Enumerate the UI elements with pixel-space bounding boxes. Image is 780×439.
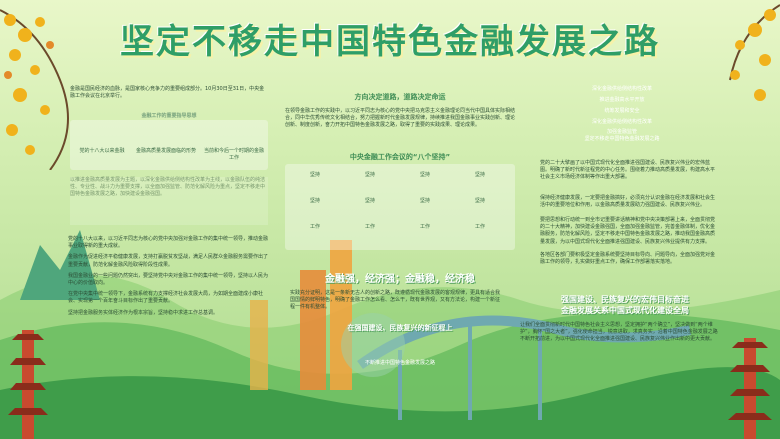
list-item: 我国金融业的一些问题仍然突出，要坚持党中央对金融工作的集中统一领导，坚持以人民为…	[68, 272, 269, 287]
grid-cell: 工作	[309, 224, 320, 230]
grid-cell: 坚持	[419, 172, 430, 178]
right-para-5: 让我们全面贯彻新时代中国特色社会主义思想，坚定拥护“两个确立”，坚决做到“两个维…	[520, 322, 718, 343]
grid-cell: 金融高质量发展面临的形势	[136, 148, 197, 154]
center-para-3: 不断推进中国特色金融发展之路	[364, 360, 435, 366]
grid-cell: 党的十八大以来金融	[79, 148, 125, 154]
left-note: 以推进金融高质量发展为主题，以深化金融供给侧结构性改革为主线，以金融队伍的纯洁性…	[70, 177, 268, 225]
right-subtitle: 强国建设、民族复兴的宏伟目标奋进 金融发展关系中国式现代化建设全局	[561, 295, 689, 315]
grid-cell: 工作	[419, 224, 430, 230]
blossom-branch-icon	[0, 0, 80, 171]
grid-cell: 当前和今后一个时期的金融工作	[203, 148, 264, 161]
mountain-icon	[20, 230, 100, 300]
center-subtitle-2: 中央金融工作会议的“八个坚持”	[349, 153, 451, 161]
pill: 统筹发展和安全	[604, 108, 640, 114]
grid-cell: 坚持	[474, 198, 485, 204]
right-pills-2: 深化金融供给侧结构性改革 加强金融监管	[532, 116, 712, 139]
right-para-1: 党的二十大擘画了以中国式现代化全面推进强国建设、民族复兴伟业的宏伟蓝图。明确了新…	[540, 160, 716, 181]
left-bullets: 党的十八大以来，以习近平同志为核心的党中央加强对金融工作的集中统一领导，推动金融…	[68, 236, 268, 317]
pill: 深化金融供给侧结构性改革	[591, 119, 652, 125]
grid-cell: 坚持	[309, 172, 320, 178]
grid-cell: 坚持	[364, 198, 375, 204]
grid-cell: 坚持	[364, 172, 375, 178]
right-note: 坚定不移走中国特色金融发展之路	[584, 136, 660, 142]
center-para-1: 在领导金融工作的实践中，以习近平同志为核心的党中央把马克思主义金融理论同当代中国…	[285, 108, 516, 129]
center-para-2: 实践充分证明，这是一条新无古人的创新之路，既遵循现代金融发展的客观规律，更具有适…	[290, 290, 501, 311]
list-item: 金融作为促进经济平稳健康发展，支持打赢脱贫攻坚战，满足人民群众金融服务需要作出了…	[68, 254, 269, 268]
right-para-2: 保持经济健康发展，一定要把金融搞好，必须充分认识金融在经济发展和社会生活中的重要…	[540, 195, 716, 209]
pill: 推进金融高水平开放	[599, 97, 645, 103]
center-subtitle-1: 方向决定道路，道路决定命运	[354, 93, 446, 101]
left-grid: 党的十八大以来金融 金融高质量发展面临的形势 当前和今后一个时期的金融工作	[70, 120, 268, 170]
list-item: 坚持把金融服务实体经济作为根本宗旨，坚持稳中求进工作总基调。	[68, 309, 219, 316]
right-para-3: 要把思想和行动统一到全市记重要讲话精神和党中央决策部署上来，全面贯彻党的二十大精…	[540, 217, 716, 245]
building-icon	[250, 240, 405, 390]
blossom-branch-icon	[700, 0, 780, 120]
pill: 深化金融供给侧结构性改革	[591, 86, 652, 92]
list-item: 在党中央集中统一领导下，金融系统有力支撑经济社会发展大局，为如期全面建成小康社会…	[68, 291, 264, 305]
left-intro: 金融是国民经济的血脉，是国家核心竞争力的重要组成部分。10月30日至31日，中央…	[70, 86, 265, 100]
center-subtitle-4: 在强国建设、民族复兴的新征程上	[347, 324, 453, 332]
page-title: 坚定不移走中国特色金融发展之路	[120, 22, 660, 62]
left-subtitle: 金融工作的重要指导思想	[141, 113, 197, 119]
pagoda-icon	[8, 320, 48, 439]
grid-cell: 工作	[364, 224, 375, 230]
center-subtitle-3: 金融强，经济强；金融稳，经济稳	[325, 274, 475, 285]
grid-cell: 坚持	[309, 198, 320, 204]
grid-cell: 坚持	[419, 198, 430, 204]
grid-cell: 坚持	[474, 172, 485, 178]
list-item: 党的十八大以来，以习近平同志为核心的党中央加强对金融工作的集中统一领导，推动金融…	[68, 236, 269, 250]
right-para-4: 各地区各部门要积极坚定金融系统要坚持目标导向、问题导向，全面加强党对金融工作的领…	[540, 252, 716, 266]
grid-cell: 工作	[474, 224, 485, 230]
right-pills: 深化金融供给侧结构性改革 推进金融高水平开放 统筹发展和安全	[532, 82, 712, 119]
pill: 加强金融监管	[606, 129, 637, 135]
pagoda-icon	[728, 330, 772, 439]
center-grid: 坚持 坚持 坚持 坚持 坚持 坚持 坚持 坚持 工作 工作 工作 工作	[285, 164, 515, 250]
